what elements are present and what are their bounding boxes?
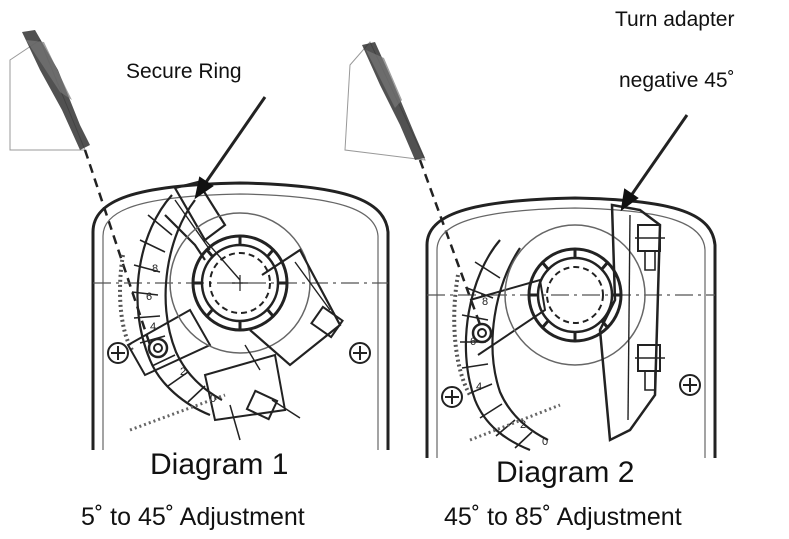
diagram-1-drawing — [9, 30, 390, 450]
diagram-2-mark-2: 4 — [476, 381, 482, 393]
pointer-image-1 — [9, 30, 90, 151]
diagram-2-mark-0: 8 — [482, 296, 488, 308]
indicator-line-1 — [83, 149, 152, 346]
screw-left-1 — [107, 342, 129, 364]
diagram-1-subtitle: 5˚ to 45˚ Adjustment — [81, 503, 305, 531]
turn-adapter-arrow — [620, 114, 689, 212]
shaft-hub-2 — [504, 224, 646, 366]
indicator-line-2 — [418, 159, 484, 331]
turned-adapter-2 — [598, 203, 665, 442]
secure-ring-label: Secure Ring — [126, 60, 242, 83]
diagram-2-mark-4: 0 — [542, 436, 548, 448]
secure-ring-1 — [164, 180, 227, 261]
screw-right-1 — [349, 342, 371, 364]
pointer-image-2 — [344, 41, 426, 161]
screw-left-2 — [441, 386, 463, 408]
diagram-2-title: Diagram 2 — [496, 456, 635, 489]
adjustment-scale-1 — [118, 194, 223, 417]
diagram-1-mark-0: 8 — [152, 263, 158, 275]
turn-adapter-label-line-1: Turn adapter — [615, 8, 735, 31]
actuator-housing-2 — [425, 196, 717, 458]
adjustment-scale-2 — [452, 239, 549, 452]
diagram-2-mark-1: 6 — [470, 336, 476, 348]
diagram-1-title: Diagram 1 — [150, 448, 289, 481]
diagram-2-subtitle: 45˚ to 85˚ Adjustment — [444, 503, 682, 531]
diagram-2-drawing — [344, 41, 717, 458]
screw-right-2 — [679, 374, 701, 396]
diagram-1-mark-2: 4 — [150, 321, 156, 333]
diagram-1-mark-3: 2 — [180, 366, 186, 378]
diagram-1-mark-4: 0 — [210, 393, 216, 405]
turn-adapter-label-line-2: negative 45˚ — [619, 69, 735, 92]
diagram-1-mark-1: 6 — [146, 291, 152, 303]
clamp-bolts-1 — [203, 248, 344, 441]
actuator-housing-1 — [91, 181, 390, 450]
secure-ring-arrow — [194, 96, 267, 200]
diagram-2-mark-3: 2 — [520, 419, 526, 431]
